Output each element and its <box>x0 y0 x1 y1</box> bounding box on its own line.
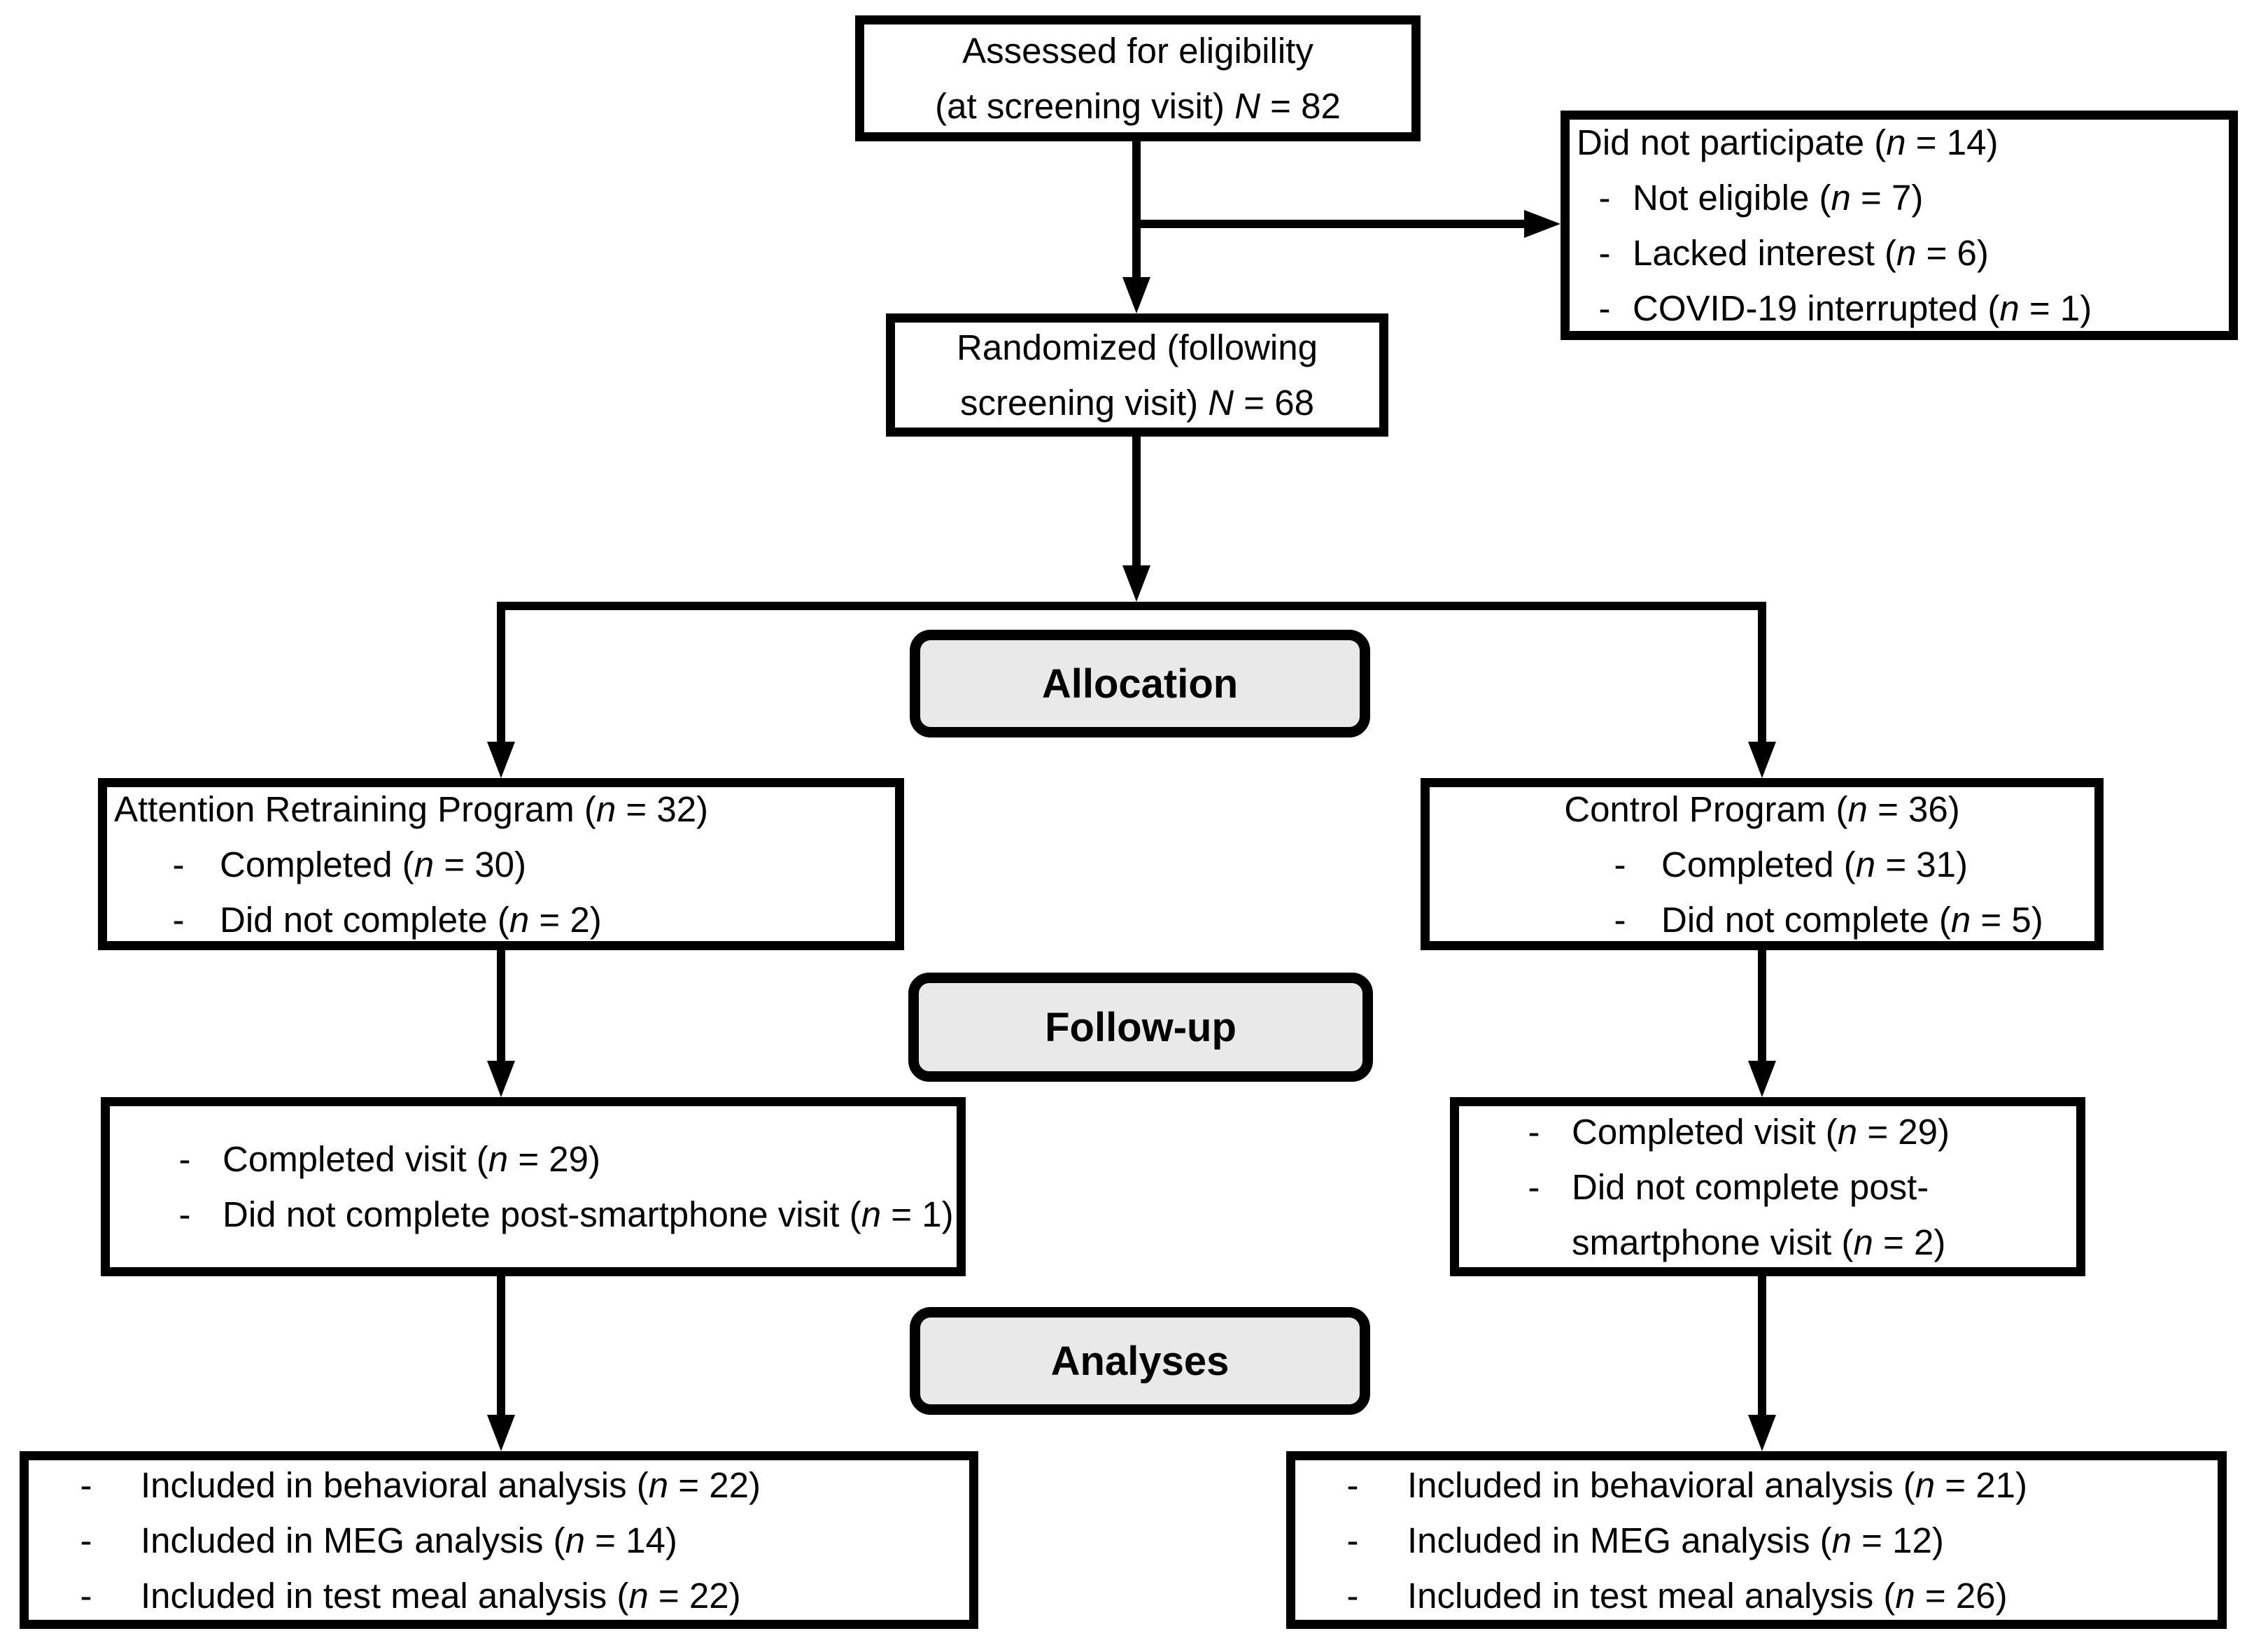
bullet-dash: - <box>1598 288 1611 328</box>
bullet-dash: - <box>1614 899 1626 940</box>
box-followup-left: - Completed visit (n = 29) - Did not com… <box>101 1097 966 1276</box>
assessed-line2: (at screening visit) N = 82 <box>935 86 1341 126</box>
arrow-split-to-allocation-left-line <box>497 610 505 742</box>
stage-label-allocation: Allocation <box>910 630 1370 737</box>
arrow-randomized-to-split-head <box>1122 565 1150 602</box>
arrow-split-to-allocation-right-line <box>1758 610 1766 742</box>
assessed-line1: Assessed for eligibility <box>962 31 1313 71</box>
list-item: - Completed visit (n = 29) <box>110 1131 957 1187</box>
bullet-dash: - <box>80 1520 92 1560</box>
arrow-allocation-to-followup-left-line <box>497 950 505 1061</box>
box-analyses-right: - Included in behavioral analysis (n = 2… <box>1286 1451 2227 1629</box>
list-item: - COVID-19 interrupted (n = 1) <box>1570 281 2229 336</box>
box-did-not-participate: Did not participate (n = 14) - Not eligi… <box>1561 111 2238 340</box>
arrow-assessed-to-randomized-line <box>1132 141 1141 277</box>
list-item: - Included in behavioral analysis (n = 2… <box>29 1457 969 1513</box>
allocation-label-text: Allocation <box>1041 661 1239 707</box>
arrow-allocation-to-followup-right-line <box>1758 950 1766 1061</box>
bullet-dash: - <box>80 1464 92 1505</box>
list-item: - Lacked interest (n = 6) <box>1570 225 2229 281</box>
randomized-line1: Randomized (following <box>957 327 1318 367</box>
list-item: - Did not complete post-smartphone visit… <box>110 1187 957 1242</box>
list-item: - Completed visit (n = 29) <box>1459 1104 2076 1159</box>
list-item: - Included in behavioral analysis (n = 2… <box>1295 1457 2218 1513</box>
stage-label-followup: Follow-up <box>908 973 1373 1082</box>
list-item: - Did not complete (n = 5) <box>1430 892 2094 947</box>
bullet-dash: - <box>1614 844 1626 884</box>
bullet-dash: - <box>178 1194 191 1234</box>
list-item: - Did not complete post-smartphone visit… <box>1459 1159 2076 1270</box>
arrow-split-to-allocation-left-head <box>487 742 515 778</box>
list-item: - Did not complete (n = 2) <box>107 892 895 947</box>
list-item: - Included in test meal analysis (n = 26… <box>1295 1568 2218 1623</box>
randomized-line2: screening visit) N = 68 <box>960 383 1314 423</box>
bullet-dash: - <box>1346 1464 1359 1505</box>
bullet-dash: - <box>1598 233 1611 273</box>
arrow-assessed-to-randomized-head <box>1122 277 1150 313</box>
bullet-dash: - <box>1346 1575 1359 1616</box>
arrow-followup-to-analyses-right-line <box>1758 1276 1766 1415</box>
split-bar <box>497 602 1766 610</box>
arrow-followup-to-analyses-left-head <box>487 1415 515 1451</box>
arrow-branch-did-not-participate-head <box>1524 210 1561 238</box>
stage-label-analyses: Analyses <box>910 1307 1370 1415</box>
bullet-dash: - <box>172 844 185 884</box>
arrow-followup-to-analyses-left-line <box>497 1276 505 1415</box>
box-followup-right: - Completed visit (n = 29) - Did not com… <box>1450 1097 2085 1276</box>
arrow-followup-to-analyses-right-head <box>1748 1415 1776 1451</box>
bullet-dash: - <box>80 1575 92 1616</box>
arrow-split-to-allocation-right-head <box>1748 742 1776 778</box>
bullet-dash: - <box>1528 1166 1540 1207</box>
box-attention-retraining-program: Attention Retraining Program (n = 32) - … <box>98 778 904 950</box>
bullet-dash: - <box>1598 178 1611 218</box>
did-not-participate-title: Did not participate (n = 14) <box>1577 122 1999 162</box>
bullet-dash: - <box>1346 1520 1359 1560</box>
arrow-allocation-to-followup-left-head <box>487 1061 515 1097</box>
arrow-randomized-to-split-line <box>1132 437 1141 565</box>
arrow-branch-did-not-participate-line <box>1132 220 1524 228</box>
box-analyses-left: - Included in behavioral analysis (n = 2… <box>20 1451 978 1629</box>
box-assessed-for-eligibility: Assessed for eligibility (at screening v… <box>855 15 1421 141</box>
bullet-dash: - <box>172 899 185 940</box>
allocation-right-title: Control Program (n = 36) <box>1564 789 1960 829</box>
analyses-label-text: Analyses <box>1050 1338 1230 1384</box>
list-item: - Included in MEG analysis (n = 14) <box>29 1513 969 1568</box>
list-item: - Included in MEG analysis (n = 12) <box>1295 1513 2218 1568</box>
box-control-program: Control Program (n = 36) - Completed (n … <box>1421 778 2104 950</box>
list-item: - Completed (n = 30) <box>107 837 895 892</box>
followup-label-text: Follow-up <box>1045 1004 1237 1050</box>
list-item: - Completed (n = 31) <box>1430 837 2094 892</box>
arrow-allocation-to-followup-right-head <box>1748 1061 1776 1097</box>
list-item: - Included in test meal analysis (n = 22… <box>29 1568 969 1623</box>
bullet-dash: - <box>1528 1111 1540 1152</box>
allocation-left-title: Attention Retraining Program (n = 32) <box>114 789 709 829</box>
bullet-dash: - <box>178 1139 191 1179</box>
list-item: - Not eligible (n = 7) <box>1570 170 2229 225</box>
box-randomized: Randomized (following screening visit) N… <box>886 313 1388 437</box>
